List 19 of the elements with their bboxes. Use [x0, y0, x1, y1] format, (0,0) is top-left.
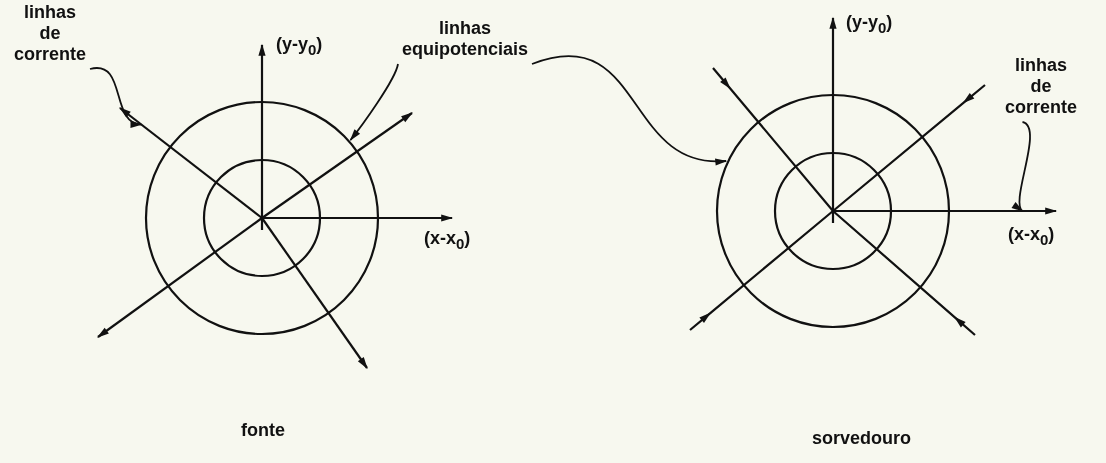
- axis-label: (y-y$_{0}$): [846, 12, 893, 38]
- equipotential-circle: [202, 158, 322, 278]
- streamline-arrow: [833, 207, 1058, 215]
- equipotential-circle: [773, 151, 893, 271]
- leader-line: [89, 67, 143, 126]
- axis-label: (y-y$_{0}$): [276, 34, 323, 60]
- caption-label: fonte: [241, 420, 285, 441]
- annotation-text: linhas equipotenciais: [402, 18, 529, 60]
- leader-line: [531, 55, 728, 165]
- streamline-arrow: [119, 107, 263, 219]
- axis-label: (x-x$_{0}$): [1008, 224, 1055, 250]
- leader-line: [1013, 121, 1031, 212]
- annotation-text: linhas de corrente: [1005, 55, 1078, 118]
- caption-label: sorvedouro: [812, 428, 912, 449]
- equipotential-circle: [715, 93, 951, 329]
- equipotential-circle: [144, 100, 380, 336]
- axis-label: (x-x$_{0}$): [424, 228, 471, 254]
- annotation-text: linhas de corrente: [14, 2, 87, 65]
- leader-line: [349, 63, 399, 141]
